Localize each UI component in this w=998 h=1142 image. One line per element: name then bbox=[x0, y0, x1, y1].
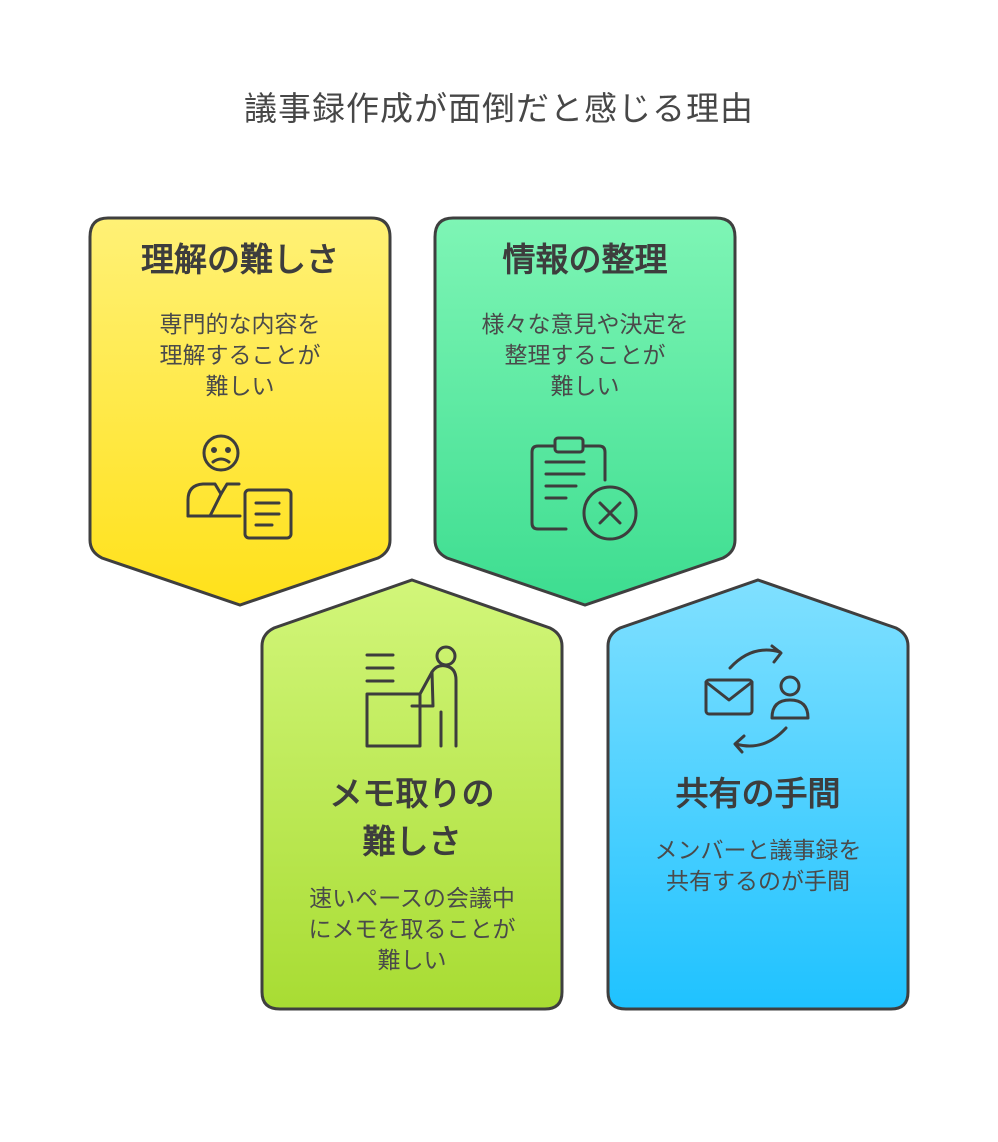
clipboard-x-icon bbox=[530, 436, 638, 541]
card-organizing-description: 様々な意見や決定を 整理することが 難しい bbox=[481, 312, 689, 400]
confused-person-document-icon bbox=[186, 434, 293, 540]
card-understanding-description: 専門的な内容を 理解することが 難しい bbox=[159, 312, 321, 400]
card-organizing-shape bbox=[433, 216, 737, 607]
card-understanding-shape bbox=[88, 216, 392, 607]
card-organizing-heading: 情報の整理 bbox=[502, 240, 668, 279]
person-writing-desk-icon bbox=[365, 645, 458, 748]
card-understanding-heading: 理解の難しさ bbox=[141, 240, 339, 279]
card-sharing-description: メンバーと議事録を 共有するのが手間 bbox=[654, 838, 862, 895]
card-notetaking-description: 速いペースの会議中 にメモを取ることが 難しい bbox=[308, 886, 516, 974]
card-notetaking-heading: メモ取りの 難しさ bbox=[329, 774, 495, 861]
mail-sync-person-icon bbox=[704, 644, 810, 754]
page-title: 議事録作成が面倒だと感じる理由 bbox=[244, 89, 754, 128]
card-sharing-shape bbox=[606, 578, 910, 1011]
card-sharing-heading: 共有の手間 bbox=[675, 774, 841, 813]
card-notetaking-shape bbox=[260, 578, 564, 1011]
